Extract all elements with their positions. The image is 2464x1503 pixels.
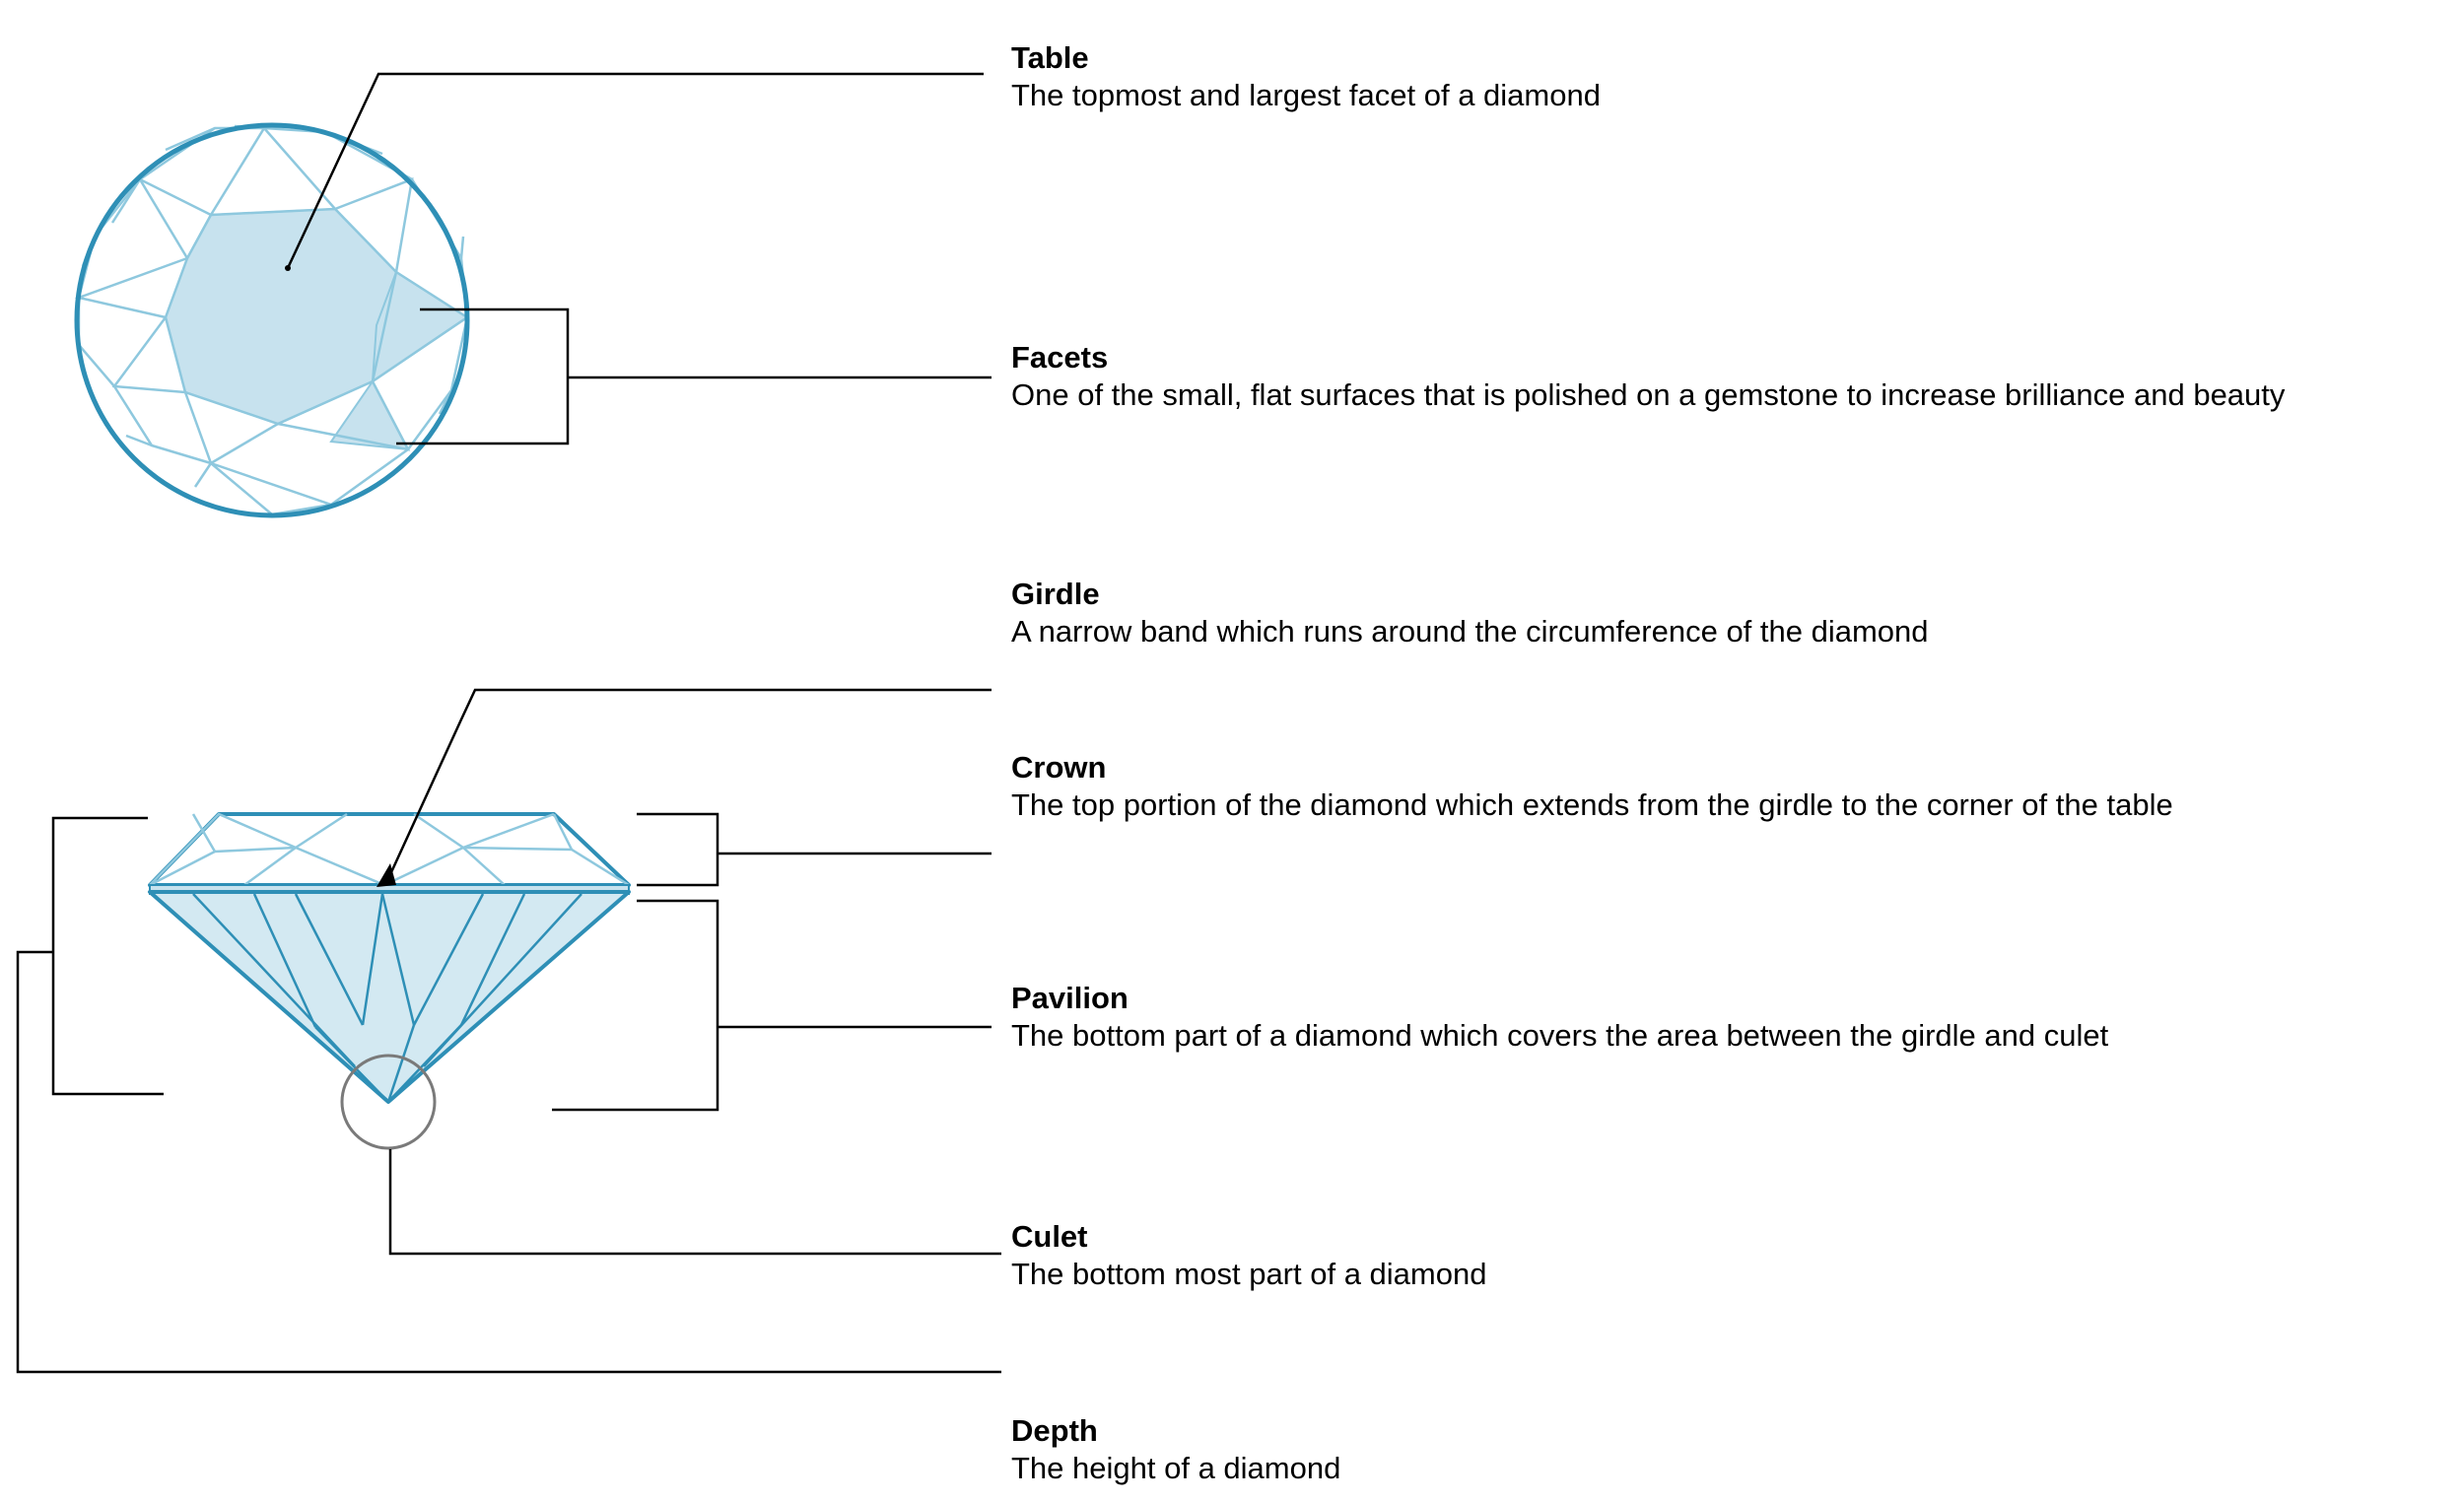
culet-marker-ring: [340, 1054, 437, 1150]
girdle-outline-top: [74, 122, 470, 518]
term-table: Table: [1011, 40, 1089, 75]
crown-facet-lines: [149, 812, 630, 887]
label-pavilion: Pavilion The bottom part of a diamond wh…: [1011, 980, 2108, 1055]
diamond-side-view: [148, 812, 631, 1150]
diamond-top-view: [74, 122, 470, 518]
definition-crown: The top portion of the diamond which ext…: [1011, 787, 2173, 822]
leader-table: [286, 72, 984, 269]
definition-girdle: A narrow band which runs around the circ…: [1011, 614, 1929, 649]
term-crown: Crown: [1011, 750, 1107, 785]
definition-facets: One of the small, flat surfaces that is …: [1011, 377, 2286, 412]
label-facets: Facets One of the small, flat surfaces t…: [1011, 339, 2285, 414]
term-girdle: Girdle: [1011, 577, 1100, 611]
pavilion-facet-lines: [192, 893, 582, 1103]
term-depth: Depth: [1011, 1413, 1098, 1448]
definition-culet: The bottom most part of a diamond: [1011, 1257, 1487, 1291]
leader-girdle-arrowhead: [376, 863, 396, 887]
label-crown: Crown The top portion of the diamond whi…: [1011, 749, 2173, 824]
label-table: Table The topmost and largest facet of a…: [1011, 39, 1601, 114]
term-culet: Culet: [1011, 1219, 1088, 1254]
leader-lines: [16, 72, 1001, 1374]
label-depth: Depth The height of a diamond: [1011, 1412, 1340, 1487]
leader-culet: [388, 1149, 1001, 1256]
definition-depth: The height of a diamond: [1011, 1451, 1341, 1485]
leader-crown-bracket: [637, 812, 719, 887]
leader-table-dot: [285, 265, 291, 271]
term-facets: Facets: [1011, 340, 1109, 375]
term-pavilion: Pavilion: [1011, 981, 1129, 1015]
definition-pavilion: The bottom part of a diamond which cover…: [1011, 1018, 2109, 1053]
leader-pavilion-bracket: [552, 899, 719, 1112]
label-girdle: Girdle A narrow band which runs around t…: [1011, 576, 1929, 650]
leader-girdle: [384, 688, 992, 884]
leader-depth: [16, 950, 1001, 1374]
label-culet: Culet The bottom most part of a diamond: [1011, 1218, 1486, 1293]
leader-depth-bracket: [51, 816, 164, 1096]
definition-table: The topmost and largest facet of a diamo…: [1011, 78, 1601, 112]
pavilion-shape: [148, 890, 631, 1104]
